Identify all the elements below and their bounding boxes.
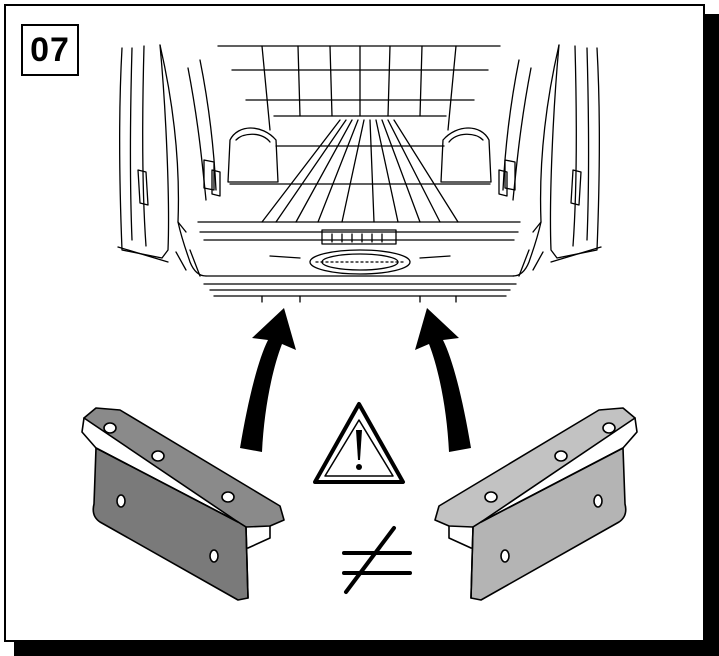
left-bracket-illustration (81, 407, 285, 601)
left-curved-arrow-icon (240, 308, 296, 452)
warning-triangle-icon (313, 402, 405, 484)
van-cargo-area-illustration (117, 44, 602, 303)
step-number: 07 (21, 24, 79, 76)
right-curved-arrow-icon (415, 308, 471, 452)
not-equal-icon (342, 526, 412, 594)
right-bracket-illustration (434, 407, 638, 601)
